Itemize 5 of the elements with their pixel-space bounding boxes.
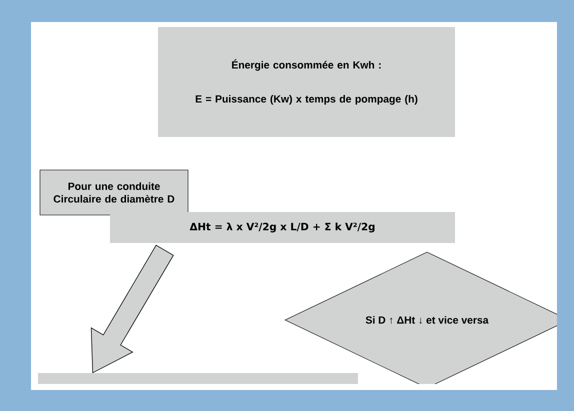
- formula-box: ΔHt = λ x V²/2g x L/D + Σ k V²/2g: [110, 212, 455, 243]
- text-box: Pour une conduite Circulaire de diamètre D: [40, 170, 188, 216]
- block-arrow: [90, 244, 174, 374]
- text-box: Énergie consommée en Kwh : E = Puissance (Kw) x temps de pompage (h): [158, 27, 455, 137]
- bar: [38, 373, 358, 384]
